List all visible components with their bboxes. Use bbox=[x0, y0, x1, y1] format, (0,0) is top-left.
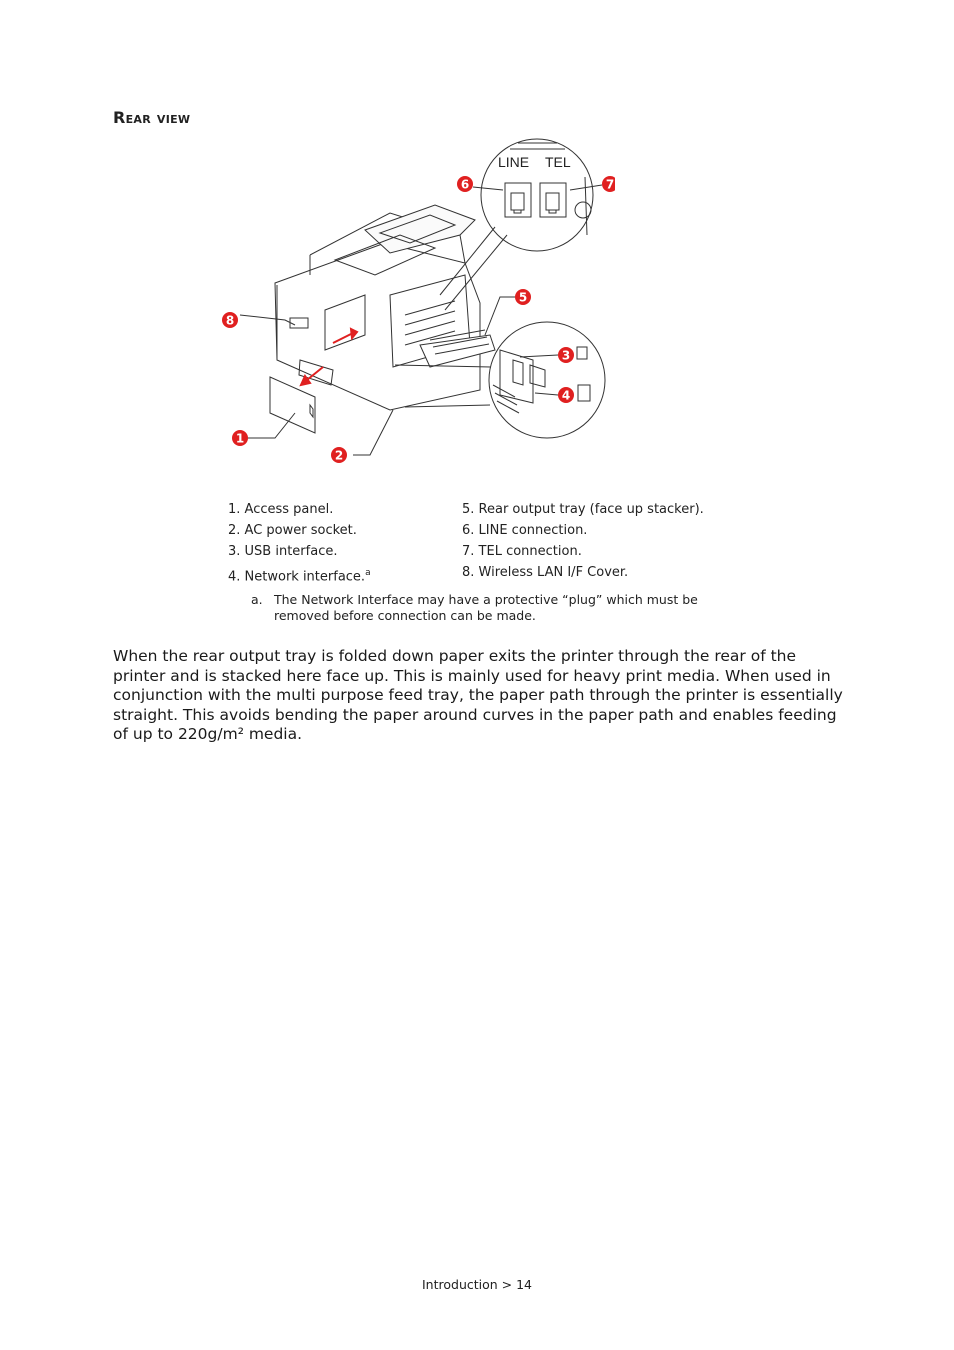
callout-1: 1 bbox=[232, 430, 248, 446]
svg-text:4: 4 bbox=[562, 389, 570, 403]
footnote-letter: a. bbox=[251, 592, 263, 608]
legend-item-8: 8. Wireless LAN I/F Cover. bbox=[462, 565, 628, 580]
svg-text:2: 2 bbox=[335, 449, 343, 463]
printer-rear-view-figure: LINE TEL 1 2 3 4 5 6 7 bbox=[215, 135, 615, 465]
svg-text:1: 1 bbox=[236, 432, 244, 446]
legend-item-4-text: 4. Network interface. bbox=[228, 569, 365, 584]
footnote-text: The Network Interface may have a protect… bbox=[274, 592, 724, 624]
footnote-marker: a bbox=[365, 568, 371, 578]
callout-7: 7 bbox=[602, 176, 615, 192]
svg-text:7: 7 bbox=[606, 178, 614, 192]
line-connector-label: LINE bbox=[498, 154, 529, 170]
callout-3: 3 bbox=[558, 347, 574, 363]
section-heading: Rear view bbox=[113, 108, 190, 127]
body-paragraph: When the rear output tray is folded down… bbox=[113, 647, 843, 745]
legend-item-7: 7. TEL connection. bbox=[462, 544, 582, 559]
legend-item-5: 5. Rear output tray (face up stacker). bbox=[462, 502, 704, 517]
callout-8: 8 bbox=[222, 312, 238, 328]
svg-text:5: 5 bbox=[519, 291, 527, 305]
callout-2: 2 bbox=[331, 447, 347, 463]
legend-item-2: 2. AC power socket. bbox=[228, 523, 357, 538]
svg-text:3: 3 bbox=[562, 349, 570, 363]
svg-text:6: 6 bbox=[461, 178, 469, 192]
callout-6: 6 bbox=[457, 176, 473, 192]
callout-5: 5 bbox=[515, 289, 531, 305]
legend-item-3: 3. USB interface. bbox=[228, 544, 337, 559]
legend-item-4: 4. Network interface.a bbox=[228, 568, 371, 584]
tel-connector-label: TEL bbox=[545, 154, 571, 170]
callout-4: 4 bbox=[558, 387, 574, 403]
legend-item-6: 6. LINE connection. bbox=[462, 523, 587, 538]
svg-text:8: 8 bbox=[226, 314, 234, 328]
page-footer: Introduction > 14 bbox=[0, 1277, 954, 1292]
legend-item-1: 1. Access panel. bbox=[228, 502, 333, 517]
